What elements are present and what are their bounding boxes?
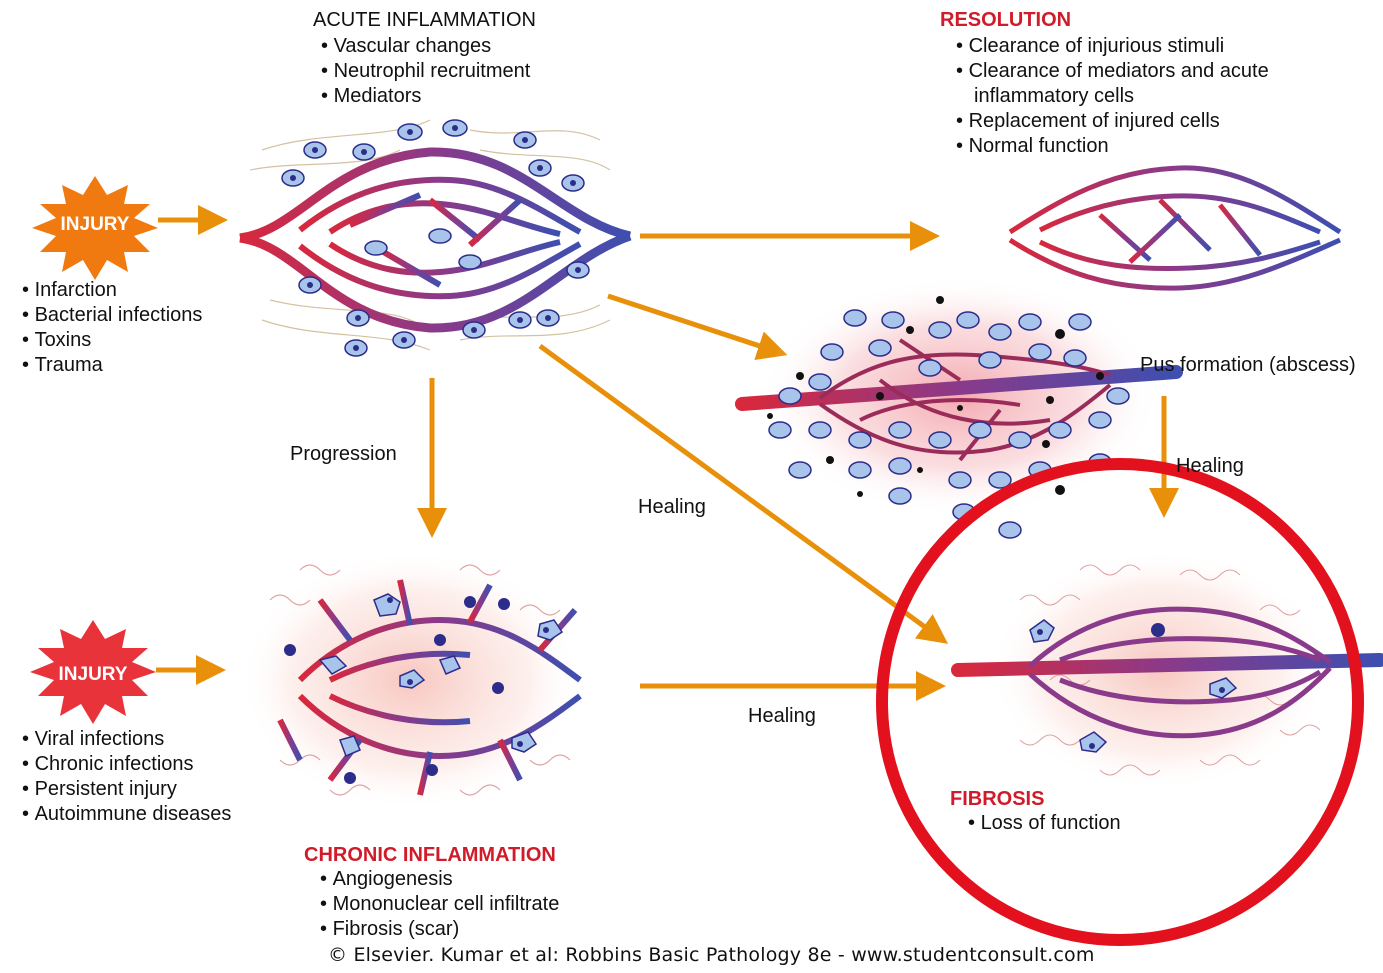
injury-starburst-top: INJURY	[32, 176, 158, 280]
injury-starburst-bottom: INJURY	[30, 620, 156, 724]
list-item: Mediators	[321, 84, 536, 109]
fibrosis-title: FIBROSIS	[950, 787, 1121, 811]
list-item: Replacement of injured cells	[956, 109, 1269, 134]
chronic-inflammation-list: Angiogenesis Mononuclear cell infiltrate…	[320, 867, 559, 942]
abscess-label: Pus formation (abscess)	[1140, 353, 1356, 378]
list-item: Persistent injury	[22, 777, 231, 802]
list-item: Chronic infections	[22, 752, 231, 777]
list-item: Toxins	[22, 328, 202, 353]
resolution-block: RESOLUTION Clearance of injurious stimul…	[940, 8, 1269, 159]
resolution-vessel	[958, 168, 1378, 288]
list-item: Infarction	[22, 278, 202, 303]
resolution-title: RESOLUTION	[940, 8, 1269, 32]
list-item: Autoimmune diseases	[22, 802, 231, 827]
list-item: Fibrosis (scar)	[320, 917, 559, 942]
list-item: Trauma	[22, 353, 202, 378]
acute-inflammation-block: ACUTE INFLAMMATION Vascular changes Neut…	[313, 8, 536, 109]
list-item: Angiogenesis	[320, 867, 559, 892]
list-item: Normal function	[956, 134, 1269, 159]
list-item: Viral infections	[22, 727, 231, 752]
acute-inflammation-list: Vascular changes Neutrophil recruitment …	[321, 34, 536, 109]
abscess-vessel	[742, 276, 1176, 538]
chronic-inflammation-title: CHRONIC INFLAMMATION	[304, 843, 559, 867]
fibrosis-block: FIBROSIS Loss of function	[950, 787, 1121, 836]
healing-center-label: Healing	[638, 495, 706, 520]
injury-label-top: INJURY	[61, 214, 130, 235]
chronic-vessel	[240, 550, 634, 810]
fibrosis-list: Loss of function	[968, 811, 1121, 836]
progression-label: Progression	[290, 442, 397, 467]
injury-label-bottom: INJURY	[59, 664, 128, 685]
list-item: Vascular changes	[321, 34, 536, 59]
list-item: Clearance of injurious stimuli	[956, 34, 1269, 59]
healing-right-label: Healing	[1176, 454, 1244, 479]
injury-bottom-causes: Viral infections Chronic infections Pers…	[22, 727, 231, 827]
injury-top-causes: Infarction Bacterial infections Toxins T…	[22, 278, 202, 378]
healing-bottom-label: Healing	[748, 704, 816, 729]
arrow-to-abscess	[608, 296, 778, 352]
list-item: Loss of function	[968, 811, 1121, 836]
list-item: Bacterial infections	[22, 303, 202, 328]
list-item: Neutrophil recruitment	[321, 59, 536, 84]
list-item-continuation: inflammatory cells	[956, 84, 1269, 109]
list-item: Clearance of mediators and acute	[956, 59, 1269, 84]
fibrosis-vessel	[958, 550, 1380, 790]
resolution-list: Clearance of injurious stimuli Clearance…	[956, 34, 1269, 159]
acute-vessel	[240, 120, 630, 356]
acute-inflammation-title: ACUTE INFLAMMATION	[313, 8, 536, 32]
chronic-inflammation-block: CHRONIC INFLAMMATION Angiogenesis Mononu…	[304, 843, 559, 942]
list-item: Mononuclear cell infiltrate	[320, 892, 559, 917]
copyright-footer: © Elsevier. Kumar et al: Robbins Basic P…	[328, 944, 1095, 966]
